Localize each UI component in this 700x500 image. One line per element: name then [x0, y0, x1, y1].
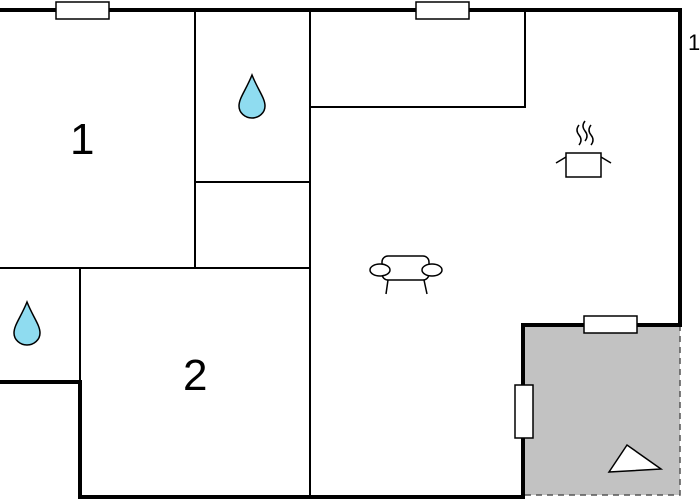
water-drop-icon: [13, 299, 41, 346]
edge-label: 1: [688, 30, 700, 55]
sun-lounger-icon: [607, 443, 664, 473]
room-label-2: 2: [183, 351, 208, 400]
windows: [55, 1, 638, 439]
water-drop-icon: [238, 72, 266, 119]
window-terrace-side: [514, 384, 534, 439]
window-top-left: [55, 1, 110, 20]
cooking-pot-icon: [555, 120, 612, 178]
sofa-icon: [369, 255, 443, 295]
interior-walls: [0, 10, 526, 497]
window-terrace-top: [583, 315, 638, 334]
room-label-1: 1: [70, 115, 95, 164]
window-top-center: [415, 1, 470, 20]
